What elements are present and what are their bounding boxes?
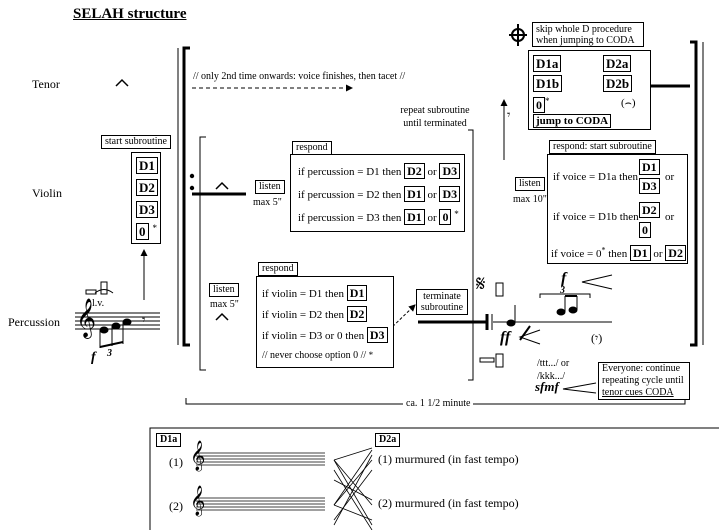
- respond-condition: if voice = D1b then: [553, 211, 639, 223]
- duration-label: ca. 1 1/2 minute: [403, 397, 474, 410]
- never-note: // never choose option 0 //: [262, 350, 367, 361]
- respond-condition: if percussion = D3 then: [298, 212, 402, 224]
- everyone-line: Everyone: continue: [602, 363, 681, 374]
- response-option: D2: [639, 202, 660, 218]
- response-option: D2: [404, 163, 425, 179]
- bottom-head-left: D1a: [156, 433, 182, 447]
- repeat-subroutine-note: repeat subroutine until terminated: [400, 105, 470, 129]
- perc-listen-label: listen: [209, 283, 239, 297]
- star-mark: *: [454, 209, 459, 219]
- response-option: 0: [439, 209, 452, 225]
- or-text: or: [665, 171, 675, 183]
- fermata-icon: (⌢): [621, 97, 636, 109]
- violin-respond-box: if percussion = D1 then D2 or D3 if perc…: [290, 154, 465, 232]
- option-0: 0: [136, 223, 149, 240]
- or-text: or: [427, 166, 437, 178]
- coda-note: skip whole D procedure when jumping to C…: [532, 22, 644, 47]
- right-respond-label: respond: start subroutine: [549, 140, 656, 154]
- bottom-row-text: (1) murmured (in fast tempo): [378, 452, 519, 466]
- everyone-line: repeating cycle until: [602, 375, 684, 386]
- option-d2: D2: [136, 179, 158, 196]
- respond-condition: if voice = D1a then: [553, 171, 639, 183]
- instrument-tenor: Tenor: [32, 77, 60, 91]
- respond-condition: if percussion = D1 then: [298, 166, 402, 178]
- response-option: D3: [439, 186, 461, 202]
- perc-dynamic: f: [91, 350, 96, 365]
- bottom-head-right: D2a: [375, 433, 401, 447]
- terminate-subroutine-box: terminate subroutine: [416, 289, 468, 315]
- coda-option: D1a: [533, 55, 562, 72]
- star-mark: *: [545, 96, 550, 106]
- everyone-line: tenor cues CODA: [602, 387, 674, 398]
- response-option: D1: [639, 159, 660, 175]
- respond-condition: if violin = D2 then: [262, 309, 344, 321]
- coda-zero: 0: [533, 97, 545, 113]
- coda-box: D1a D1b D2a D2b 0* (⌢) jump to CODA: [528, 50, 651, 130]
- response-option: D1: [629, 245, 651, 261]
- bracketed-rest: (𝄾): [591, 331, 603, 345]
- segno-sign-icon: 𝄋: [476, 271, 486, 296]
- response-option: D2: [665, 245, 686, 261]
- response-option: D3: [366, 327, 388, 343]
- syllable-kkk: /kkk.../: [537, 371, 566, 382]
- syllable-ttt: /ttt.../ or: [537, 358, 570, 369]
- everyone-box: Everyone: continue repeating cycle until…: [598, 362, 690, 400]
- rest-icon: 𝄾: [507, 107, 511, 122]
- star-mark: *: [152, 223, 158, 233]
- violin-respond-label: respond: [292, 141, 332, 155]
- bottom-row-text: (2) murmured (in fast tempo): [378, 496, 519, 510]
- response-option: D3: [439, 163, 461, 179]
- dynamic-f: f: [561, 270, 567, 287]
- perc-triplet: 3: [107, 348, 112, 359]
- response-option: D1: [404, 186, 425, 202]
- respond-condition: if percussion = D2 then: [298, 189, 402, 201]
- dynamic-ff: ff: [500, 329, 511, 346]
- right-respond-box: if voice = D1a then D1 D3 or if voice = …: [547, 154, 688, 264]
- response-option: D2: [346, 306, 368, 322]
- option-d3: D3: [136, 201, 158, 218]
- perc-respond-box: if violin = D1 then D1 if violin = D2 th…: [256, 276, 394, 368]
- right-listen-label: listen: [515, 177, 545, 191]
- start-subroutine-box: D1 D2 D3 0 *: [131, 152, 161, 244]
- tenor-note: // only 2nd time onwards: voice finishes…: [193, 71, 406, 82]
- perc-respond-label: respond: [258, 262, 298, 276]
- coda-option: D1b: [533, 75, 563, 92]
- jump-to-coda: jump to CODA: [533, 114, 612, 128]
- treble-clef-icon: 𝄞: [190, 441, 206, 470]
- bottom-row-num: (1): [169, 455, 183, 469]
- coda-option: D2a: [603, 55, 632, 72]
- star-mark: *: [368, 350, 374, 360]
- response-option: 0: [639, 222, 651, 238]
- treble-clef-icon: 𝄞: [190, 486, 206, 515]
- then-text: then: [608, 248, 628, 260]
- perc-listen-duration: max 5": [210, 299, 239, 310]
- start-subroutine-label: start subroutine: [101, 135, 171, 149]
- triplet-mark: 3: [560, 285, 565, 296]
- violin-listen-duration: max 5": [253, 197, 282, 208]
- coda-option: D2b: [603, 75, 633, 92]
- lv-marking: l.v.: [92, 298, 105, 309]
- instrument-violin: Violin: [32, 186, 62, 200]
- treble-clef-icon: 𝄞: [76, 300, 97, 337]
- violin-listen-label: listen: [255, 180, 285, 194]
- right-listen-duration: max 10": [513, 194, 547, 205]
- or-text: or: [427, 212, 437, 224]
- or-text: or: [653, 248, 663, 260]
- dynamic-sfmf: sfmf: [535, 379, 559, 394]
- instrument-percussion: Percussion: [8, 315, 60, 329]
- bottom-row-num: (2): [169, 499, 183, 513]
- respond-condition: if violin = D1 then: [262, 288, 344, 300]
- response-option: D1: [404, 209, 425, 225]
- or-text: or: [665, 211, 675, 223]
- or-text: or: [427, 189, 437, 201]
- respond-condition: if voice = 0: [551, 248, 602, 260]
- page-title: SELAH structure: [73, 6, 187, 22]
- option-d1: D1: [136, 157, 158, 174]
- response-option: D1: [346, 285, 368, 301]
- respond-condition: if violin = D3 or 0 then: [262, 330, 365, 342]
- response-option: D3: [639, 178, 660, 194]
- eighth-rest-icon: 𝄾: [142, 312, 146, 327]
